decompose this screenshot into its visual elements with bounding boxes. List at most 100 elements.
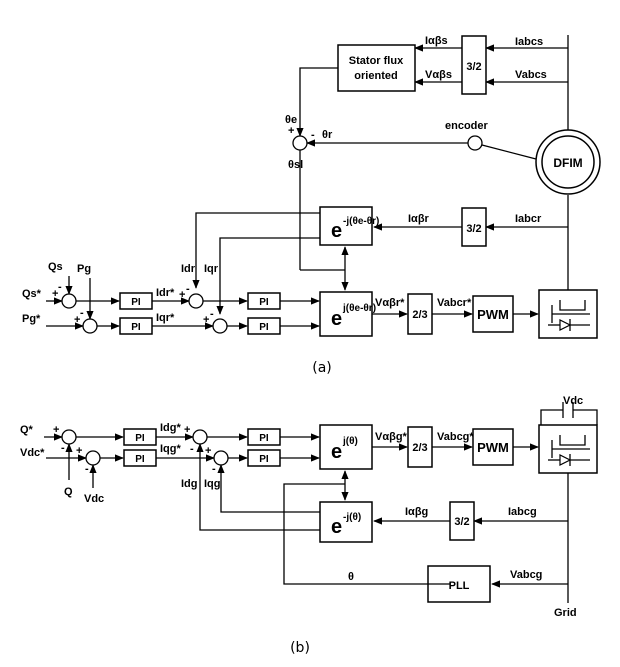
transform-32-grid-label: 3/2 [454,516,469,528]
grid-converter-icon [538,424,598,474]
sum-iqg-plus: + [205,445,211,457]
transform-23-b [407,426,433,468]
theta-e-label: θe [285,114,297,126]
pi-b3-label: PI [259,433,269,444]
forward-transform-block [319,291,373,337]
diagram-b: Vdc Grid Q* Vdc* + - Q + - Vdc [20,395,598,656]
v-abcs-label: Vabcs [515,69,547,81]
theta-r-label: θr [322,129,333,141]
v-alpha-beta-r-ref-label: Vαβr* [375,297,405,309]
grid-label: Grid [554,607,577,619]
q-label: Q [64,486,73,498]
sum-qs-minus: - [58,281,62,293]
e-inv-exponent: -j(θe-θr) [343,216,379,227]
sum-q-plus: + [53,424,59,436]
e-fwd-base: e [331,308,342,330]
pi-b1-label: PI [135,433,145,444]
sum-idr-plus: + [179,289,185,301]
sum-pg-plus: + [74,314,80,326]
dfim-machine: DFIM [535,129,601,195]
v-abcg-label: Vabcg [510,569,542,581]
v-abcr-ref-label: Vabcr* [437,297,472,309]
v-abcg-ref-label: Vabcg* [437,431,474,443]
sum-idg-minus: - [190,443,194,455]
sum-qs [61,293,77,309]
pwm-block-b [472,428,514,466]
transform-32-rotor [461,207,487,247]
v-dc-ref-label: Vdc* [20,447,45,459]
i-qg-label: Iqg [204,478,221,490]
sum-iqr-minus: - [210,308,214,320]
transform-32-stator [461,35,487,95]
pwm-b-label: PWM [477,440,509,455]
sum-idg-plus: + [184,424,190,436]
i-dr-ref-label: Idr* [156,287,175,299]
stator-flux-oriented-block [337,44,416,92]
i-dg-label: Idg [181,478,198,490]
theta-label: θ [348,571,354,583]
sum-pg-minus: - [80,307,84,319]
q-s-ref-label: Qs* [22,288,42,300]
caption-b: (b) [290,640,310,656]
sum-idr [188,293,204,309]
sum-iqg-minus: - [212,463,216,475]
i-qg-ref-label: Iqg* [160,443,181,455]
pwm-a-label: PWM [477,307,509,322]
theta-sl-label: θsl [288,159,303,171]
theta-summing-junction [292,135,308,151]
transform-32-stator-label: 3/2 [466,61,481,73]
theta-e-plus: + [288,125,294,137]
i-alpha-beta-r-label: Iαβr [408,213,430,225]
e-inv-b-base: e [331,516,342,538]
pi-2-label: PI [131,322,141,333]
i-alpha-beta-g-label: Iαβg [405,506,428,518]
v-alpha-beta-g-ref-label: Vαβg* [375,431,408,443]
pi-3-label: PI [259,297,269,308]
e-inv-base: e [331,220,342,242]
i-abcr-label: Iabcr [515,213,542,225]
v-alpha-beta-s-label: Vαβs [425,69,452,81]
sum-q-minus: - [61,442,65,454]
e-inv-b-exponent: -j(θ) [343,512,361,523]
e-fwd-exponent: j(θe-θr) [342,303,376,314]
encoder-icon [467,135,483,151]
pll-label: PLL [449,580,470,592]
sum-idg [192,429,208,445]
v-dc-label: Vdc [84,493,104,505]
stator-flux-text: Stator flux [349,55,404,67]
transform-23-label: 2/3 [412,309,427,321]
dfim-label: DFIM [553,156,582,170]
encoder-label: encoder [445,120,489,132]
diagram-a: DFIM Iabcs Vabcs 3/2 Iαβs Vαβs Stator fl… [22,35,601,376]
forward-transform-block-b [319,424,373,470]
sum-iqr [212,318,228,334]
transform-23 [407,293,433,335]
oriented-text: oriented [354,70,397,82]
i-alpha-beta-s-label: Iαβs [425,35,448,47]
q-s-label: Qs [48,261,63,273]
rotor-converter-icon [538,289,598,339]
transform-32-rotor-label: 3/2 [466,223,481,235]
e-fwd-b-base: e [331,441,342,463]
inverse-transform-block [319,206,373,246]
v-dc-top-label: Vdc [563,395,583,407]
e-fwd-b-exponent: j(θ) [342,436,358,447]
sum-pg [82,318,98,334]
i-qr-ref-label: Iqr* [156,312,175,324]
sum-idr-minus: - [186,283,190,295]
pi-1-label: PI [131,297,141,308]
sum-vdc-plus: + [76,445,82,457]
i-dg-ref-label: Idg* [160,422,181,434]
sum-qs-plus: + [52,288,58,300]
sum-vdc-minus: - [85,463,89,475]
pi-b2-label: PI [135,454,145,465]
i-abcs-label: Iabcs [515,36,543,48]
pi-4-label: PI [259,322,269,333]
p-g-ref-label: Pg* [22,313,41,325]
sum-iqg [213,450,229,466]
sum-iqr-plus: + [203,314,209,326]
caption-a: (a) [312,360,332,376]
p-g-label: Pg [77,263,91,275]
